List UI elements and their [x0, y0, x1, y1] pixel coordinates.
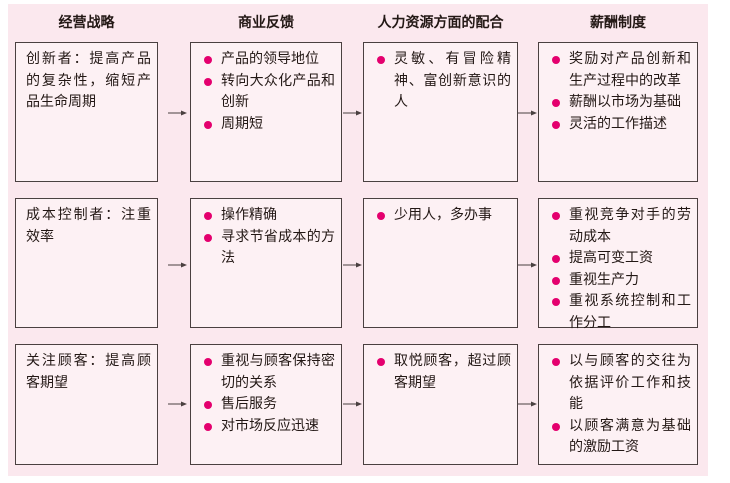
pay-text: 薪酬以市场为基础: [569, 94, 681, 110]
hr-text: 取悦顾客，超过顾客期望: [394, 353, 511, 391]
pay-text: 重视生产力: [569, 271, 639, 288]
pay-item: 提高可变工资: [549, 248, 691, 270]
feedback-box-cost: 操作精确 寻求节省成本的方法: [190, 198, 342, 328]
feedback-item: 周期短: [201, 114, 335, 136]
pay-box-innovator: 奖励对产品创新和生产过程中的改革 薪酬以市场为基础 灵活的工作描述: [538, 42, 698, 182]
bullet-icon: [204, 358, 212, 366]
header-feedback: 商业反馈: [238, 15, 294, 31]
pay-item: 奖励对产品创新和生产过程中的改革: [549, 49, 691, 92]
bullet-icon: [552, 358, 560, 366]
pay-item: 重视竞争对手的劳动成本: [549, 205, 691, 248]
feedback-text: 转向大众化产品和创新: [221, 72, 335, 111]
bullet-icon: [552, 298, 560, 306]
feedback-text: 售后服务: [221, 396, 277, 412]
feedback-text: 重视与顾客保持密切的关系: [221, 353, 335, 391]
strategy-box-customer: 关注顾客：提高顾客期望: [15, 344, 158, 465]
bullet-icon: [552, 276, 560, 285]
pay-text: 以与顾客的交往为依据评价工作和技能: [569, 353, 691, 412]
arrow-right-icon: [518, 110, 537, 116]
bullet-icon: [552, 255, 560, 263]
pay-item: 以顾客满意为基础的激励工资: [549, 416, 691, 459]
feedback-item: 对市场反应迅速: [201, 416, 335, 438]
feedback-text: 寻求节省成本的方法: [221, 228, 335, 267]
arrow-right-icon: [168, 401, 187, 407]
arrow-right-icon: [343, 262, 362, 268]
hr-item: 少用人，多办事: [374, 205, 511, 227]
bullet-icon: [204, 56, 212, 64]
strategy-text: 成本控制者：注重效率: [26, 207, 151, 245]
feedback-item: 转向大众化产品和创新: [201, 71, 335, 114]
pay-text: 灵活的工作描述: [569, 115, 667, 132]
strategy-text: 创新者：提高产品的复杂性，缩短产品生命周期: [26, 51, 151, 110]
feedback-text: 操作精确: [221, 207, 277, 223]
hr-box-cost: 少用人，多办事: [363, 198, 518, 328]
feedback-item: 寻求节省成本的方法: [201, 227, 335, 270]
feedback-text: 周期短: [221, 115, 263, 132]
bullet-icon: [552, 422, 560, 431]
pay-text: 以顾客满意为基础的激励工资: [569, 417, 691, 456]
bullet-icon: [377, 56, 385, 64]
arrow-right-icon: [168, 262, 187, 268]
arrow-right-icon: [518, 262, 537, 268]
feedback-box-innovator: 产品的领导地位 转向大众化产品和创新 周期短: [190, 42, 342, 182]
hr-text: 灵敏、有冒险精神、富创新意识的人: [394, 51, 511, 110]
feedback-box-customer: 重视与顾客保持密切的关系 售后服务 对市场反应迅速: [190, 344, 342, 465]
pay-box-cost: 重视竞争对手的劳动成本 提高可变工资 重视生产力 重视系统控制和工作分工: [538, 198, 698, 331]
hr-box-customer: 取悦顾客，超过顾客期望: [363, 344, 518, 465]
arrow-right-icon: [343, 401, 362, 407]
pay-item: 薪酬以市场为基础: [549, 92, 691, 114]
pay-item: 以与顾客的交往为依据评价工作和技能: [549, 351, 691, 416]
header-strategy: 经营战略: [58, 15, 115, 31]
pay-text: 提高可变工资: [569, 250, 653, 266]
bullet-icon: [377, 358, 385, 366]
pay-item: 重视生产力: [549, 270, 691, 292]
hr-text: 少用人，多办事: [394, 207, 492, 223]
pay-text: 重视竞争对手的劳动成本: [569, 207, 691, 245]
bullet-icon: [204, 401, 212, 409]
bullet-icon: [552, 99, 560, 107]
bullet-icon: [552, 120, 560, 129]
hr-item: 取悦顾客，超过顾客期望: [374, 351, 511, 394]
feedback-item: 产品的领导地位: [201, 49, 335, 71]
bullet-icon: [204, 233, 212, 242]
bullet-icon: [204, 77, 212, 86]
pay-item: 灵活的工作描述: [549, 114, 691, 136]
hr-item: 灵敏、有冒险精神、富创新意识的人: [374, 49, 511, 114]
bullet-icon: [204, 120, 212, 129]
pay-text: 奖励对产品创新和生产过程中的改革: [569, 51, 691, 89]
bullet-icon: [204, 212, 212, 220]
bullet-icon: [377, 212, 385, 220]
header-hr: 人力资源方面的配合: [377, 15, 504, 31]
feedback-item: 重视与顾客保持密切的关系: [201, 351, 335, 394]
hr-box-innovator: 灵敏、有冒险精神、富创新意识的人: [363, 42, 518, 182]
arrow-right-icon: [168, 110, 187, 116]
bullet-icon: [552, 212, 560, 220]
pay-text: 重视系统控制和工作分工: [569, 293, 691, 331]
strategy-box-cost: 成本控制者：注重效率: [15, 198, 158, 328]
feedback-text: 对市场反应迅速: [221, 417, 319, 434]
pay-box-customer: 以与顾客的交往为依据评价工作和技能 以顾客满意为基础的激励工资: [538, 344, 698, 465]
arrow-right-icon: [518, 401, 537, 407]
bullet-icon: [552, 56, 560, 64]
arrow-right-icon: [343, 110, 362, 116]
feedback-item: 售后服务: [201, 394, 335, 416]
feedback-text: 产品的领导地位: [221, 51, 319, 67]
pay-item: 重视系统控制和工作分工: [549, 291, 691, 334]
strategy-box-innovator: 创新者：提高产品的复杂性，缩短产品生命周期: [15, 42, 158, 182]
header-pay: 薪酬制度: [590, 15, 646, 31]
bullet-icon: [204, 422, 212, 431]
feedback-item: 操作精确: [201, 205, 335, 227]
strategy-text: 关注顾客：提高顾客期望: [26, 353, 151, 391]
